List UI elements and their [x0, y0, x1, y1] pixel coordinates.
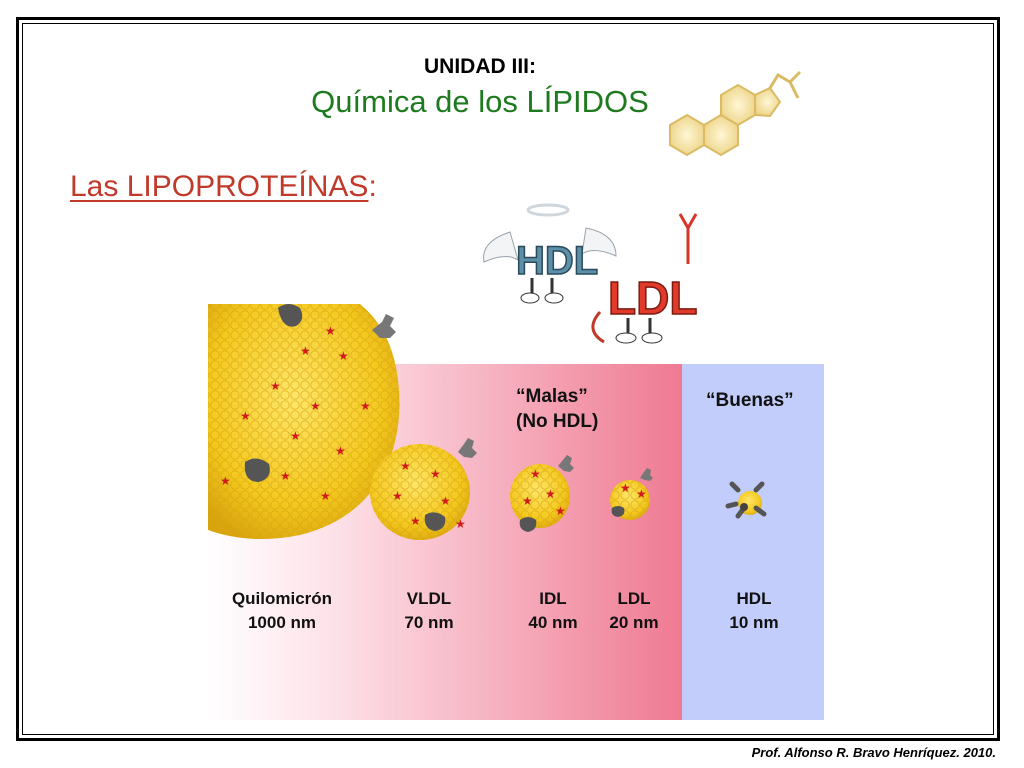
particle-size: 40 nm: [528, 613, 578, 632]
unit-heading: UNIDAD III:: [424, 55, 536, 78]
author-credit: Prof. Alfonso R. Bravo Henríquez. 2010.: [751, 745, 996, 760]
hdl-ldl-cartoon: HDL LDL: [480, 192, 720, 360]
particle-label-chylomicron: Quilomicrón 1000 nm: [216, 587, 348, 635]
slide-title: Química de los LÍPIDOS: [311, 84, 649, 119]
particle-label-vldl: VLDL 70 nm: [382, 587, 476, 635]
particle-label-hdl: HDL 10 nm: [716, 587, 792, 635]
slide-outer-frame: [16, 17, 1000, 741]
bad-group-label: “Malas” (No HDL): [516, 384, 598, 434]
particle-name: HDL: [736, 589, 772, 608]
bad-group-line2: (No HDL): [516, 411, 599, 432]
particle-label-ldl: LDL 20 nm: [596, 587, 672, 635]
good-group-label: “Buenas”: [706, 390, 794, 411]
particle-size: 70 nm: [404, 613, 454, 632]
section-title-colon: :: [368, 170, 377, 203]
particle-name: Quilomicrón: [231, 589, 333, 608]
particle-label-idl: IDL 40 nm: [515, 587, 591, 635]
section-title-text: Las LIPOPROTEÍNAS: [70, 170, 369, 203]
cartoon-ldl-text: LDL: [608, 272, 697, 324]
section-title: Las LIPOPROTEÍNAS:: [70, 170, 377, 204]
particle-name: IDL: [539, 589, 567, 608]
slide-inner-frame: [22, 23, 994, 735]
cartoon-hdl-text: HDL: [516, 239, 598, 283]
bad-group-line1: “Malas”: [516, 386, 588, 407]
particle-name: VLDL: [406, 589, 452, 608]
particle-size: 10 nm: [729, 613, 779, 632]
particle-size: 20 nm: [609, 613, 659, 632]
cartoon-drawing: HDL LDL: [483, 203, 698, 344]
particle-size: 1000 nm: [247, 613, 317, 632]
particle-name: LDL: [617, 589, 651, 608]
